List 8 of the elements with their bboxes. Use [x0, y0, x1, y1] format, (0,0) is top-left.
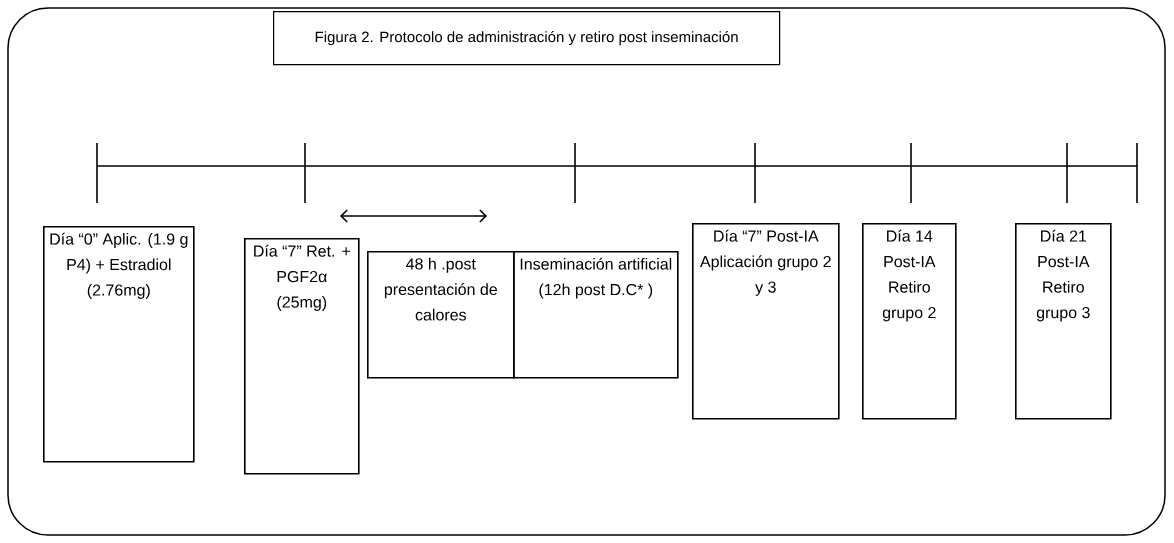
step-box: Día 14 Post-IA Retiro grupo 2	[862, 223, 957, 420]
step-box: Día “7” Post-IA Aplicación grupo 2 y 3	[692, 223, 840, 420]
step-box: Día “7” Ret. + PGF2α (25mg)	[244, 238, 360, 475]
step-box: Día 21 Post-IA Retiro grupo 3	[1015, 223, 1112, 420]
step-box: Inseminación artificial (12h post D.C* )	[513, 251, 679, 379]
title-box: Figura 2. Protocolo de administración y retiro post inseminación	[273, 11, 781, 66]
step-box: Día “0” Aplic. (1.9 g P4) + Estradiol (2.76mg)	[43, 226, 195, 463]
step-box: 48 h .post presentación de calores	[367, 251, 515, 379]
